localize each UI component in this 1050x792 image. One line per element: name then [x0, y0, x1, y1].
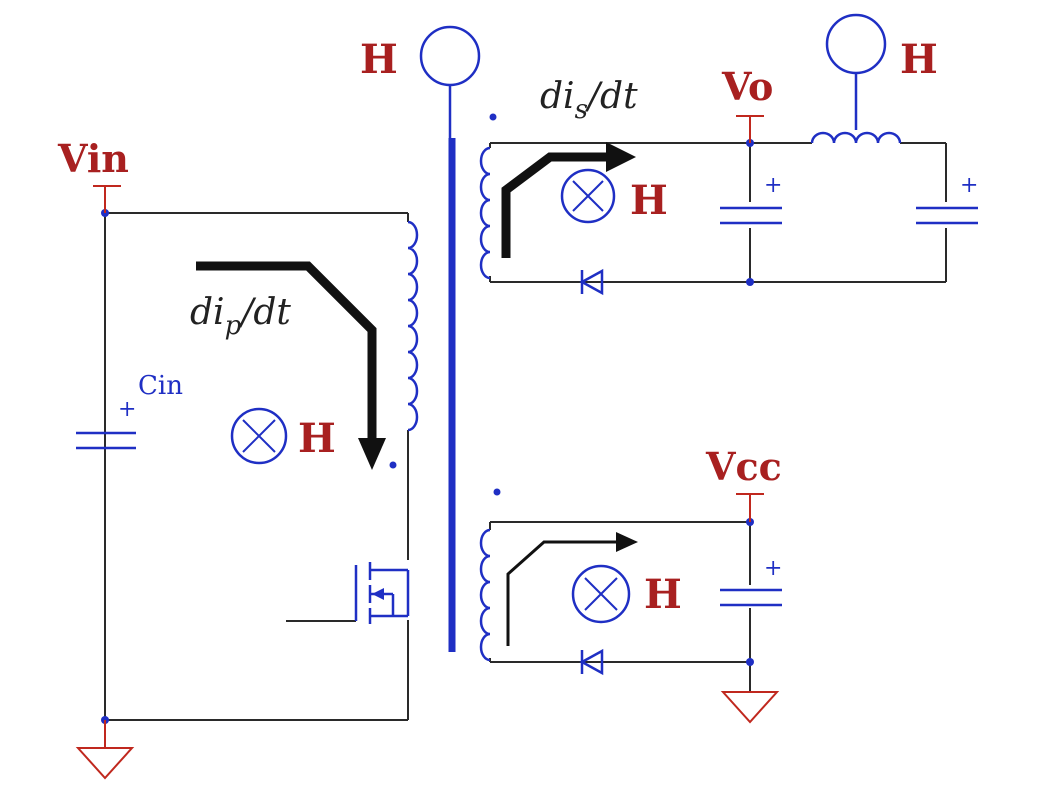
circle-probe-icon — [825, 13, 887, 130]
secondary-winding — [479, 146, 491, 280]
input-capacitor: + Cin — [76, 371, 183, 450]
secondary-diode — [579, 268, 604, 296]
dip-tail: /dt — [238, 292, 291, 333]
output-inductor — [810, 131, 902, 144]
ground-icon — [720, 691, 780, 724]
cin-label: Cin — [138, 371, 183, 401]
output-capacitor-2: + — [916, 173, 978, 225]
h-label-primary: H — [298, 415, 336, 462]
auxiliary-winding — [479, 528, 491, 662]
output-capacitor-1: + — [720, 173, 782, 225]
vcc-terminal: Vcc — [705, 444, 782, 522]
vo-label: Vo — [721, 64, 773, 109]
circle-probe-icon — [419, 25, 481, 138]
h-label-inductor: H — [900, 36, 938, 83]
svg-text:+: + — [960, 173, 978, 198]
primary-wiring — [101, 209, 409, 724]
svg-text:dip/dt: dip/dt — [190, 292, 291, 341]
h-label-aux: H — [644, 571, 682, 618]
primary-current-arrow — [196, 261, 386, 470]
dip-label: di — [190, 292, 225, 333]
primary-winding — [389, 220, 419, 469]
aux-polarity-dot — [493, 488, 501, 496]
svg-text:+: + — [764, 556, 782, 581]
primary-polarity-dot — [389, 461, 397, 469]
svg-text:+: + — [764, 173, 782, 198]
svg-text:dis/dt: dis/dt — [540, 76, 638, 125]
secondary-current-arrow — [501, 142, 636, 258]
h-label-core: H — [360, 36, 398, 83]
vin-label: Vin — [57, 136, 129, 181]
ground-icon — [75, 720, 135, 780]
cin-plus: + — [118, 397, 136, 422]
vcc-capacitor: + — [720, 556, 782, 607]
circle-x-icon — [230, 407, 288, 465]
vcc-label: Vcc — [705, 444, 782, 489]
dis-sub: s — [575, 95, 588, 125]
auxiliary-wiring — [489, 488, 754, 692]
dis-label: di — [540, 76, 575, 117]
aux-current-arrow — [506, 532, 638, 646]
dip-sub: p — [225, 311, 242, 341]
h-label-secondary: H — [630, 177, 668, 224]
vin-terminal: Vin — [57, 136, 129, 213]
secondary-polarity-dot — [489, 113, 497, 121]
mosfet-switch — [354, 562, 410, 624]
dis-tail: /dt — [585, 76, 638, 117]
circle-x-icon — [560, 168, 616, 224]
circle-x-icon — [571, 564, 631, 624]
vo-terminal: Vo — [721, 64, 773, 143]
aux-diode — [579, 648, 604, 676]
